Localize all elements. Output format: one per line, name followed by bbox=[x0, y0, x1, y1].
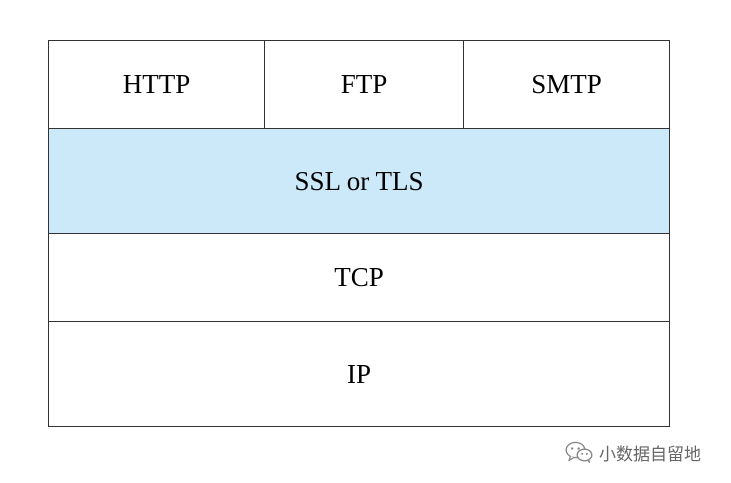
network-layer: IP bbox=[346, 358, 371, 389]
http-layer-label: HTTP bbox=[49, 41, 265, 128]
wechat-icon bbox=[565, 441, 593, 463]
watermark-text: 小数据自留地 bbox=[599, 444, 701, 465]
transport-layer: TCP bbox=[49, 234, 669, 322]
application-layer: HTTP FTP SMTP bbox=[49, 41, 669, 129]
smtp-layer-label: SMTP bbox=[531, 69, 602, 99]
ftp-layer-label: FTP bbox=[265, 41, 464, 128]
security-layer: SSL or TLS bbox=[49, 129, 669, 234]
watermark: 小数据自留地 bbox=[565, 438, 701, 466]
protocol-stack-diagram: HTTP FTP SMTP SSL or TLS TCP IP bbox=[48, 40, 670, 427]
